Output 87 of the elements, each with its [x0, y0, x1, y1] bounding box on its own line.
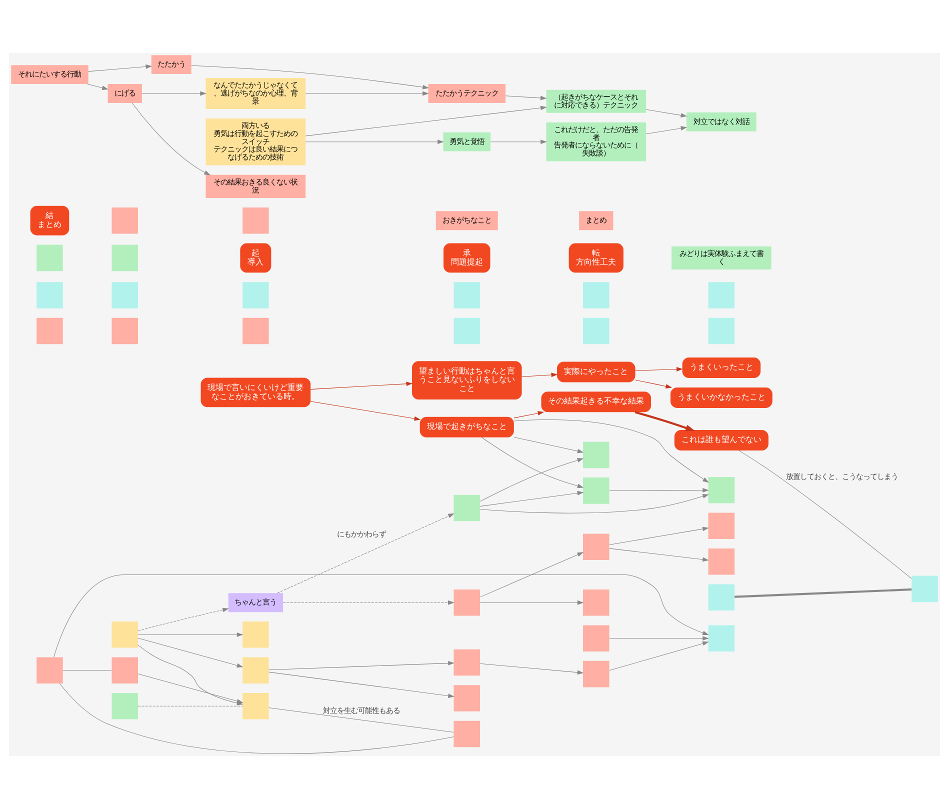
- node-box: [242, 282, 268, 308]
- node-box: [453, 684, 480, 711]
- arrow: [310, 400, 420, 420]
- node-box: [582, 477, 609, 504]
- arrow: [634, 366, 682, 371]
- arrow: [268, 660, 454, 670]
- node-box: [582, 588, 609, 616]
- arrow: [608, 488, 708, 492]
- node-box: [242, 692, 268, 719]
- node-box: [111, 282, 138, 308]
- node-box: [111, 656, 138, 684]
- arrow: [304, 139, 444, 144]
- node-box: [911, 575, 938, 602]
- arrow: [479, 552, 584, 597]
- arrow: [479, 490, 584, 506]
- node-box: [582, 660, 609, 687]
- node-box: [453, 720, 480, 747]
- node-box: [708, 624, 734, 651]
- arrow: [141, 90, 206, 96]
- node-box: [582, 317, 609, 344]
- arrow: [608, 526, 708, 544]
- connector: [734, 588, 912, 598]
- arrow: [504, 95, 546, 100]
- arrow: [137, 673, 243, 703]
- arrow: [304, 90, 428, 96]
- arrow: [86, 83, 108, 90]
- node-box: [36, 317, 62, 344]
- node-box: [453, 282, 480, 308]
- arrow: [490, 139, 546, 144]
- node-box: [708, 317, 734, 344]
- arrow: [131, 102, 210, 175]
- arrow: [608, 548, 708, 562]
- arrow: [137, 632, 243, 636]
- node-box: [36, 656, 62, 684]
- arrow: [513, 410, 544, 418]
- arrow: [137, 607, 228, 631]
- node-box: [708, 282, 734, 308]
- node-box: [242, 207, 268, 234]
- arrow: [480, 458, 584, 502]
- node-box: [453, 317, 480, 344]
- arrow: [282, 600, 454, 604]
- node-box: [242, 317, 268, 344]
- node-box: [242, 656, 268, 684]
- node-box: [453, 648, 480, 676]
- node-box: [453, 588, 480, 616]
- node-box: [708, 548, 734, 574]
- arrow: [479, 600, 584, 604]
- arrow: [190, 64, 428, 89]
- arrow: [634, 379, 672, 388]
- node-box: [582, 624, 609, 651]
- node-box: [582, 282, 609, 308]
- arrow: [608, 636, 708, 640]
- node-box: [111, 244, 138, 271]
- arrow: [479, 662, 584, 674]
- node-box: [582, 533, 609, 560]
- node-box: [708, 512, 734, 539]
- node-box: [242, 621, 268, 648]
- arrow: [521, 372, 558, 377]
- arrow: [137, 637, 243, 668]
- arrow: [480, 436, 584, 488]
- arrow: [276, 512, 454, 593]
- node-box: [708, 584, 734, 610]
- arrow: [608, 640, 708, 670]
- node-box: [582, 441, 609, 468]
- connector: [268, 707, 454, 732]
- node-box: [453, 494, 480, 521]
- arrow: [645, 108, 687, 117]
- node-box: [111, 692, 138, 719]
- node-box: [36, 282, 62, 308]
- connector: [137, 705, 242, 706]
- arrow: [513, 418, 708, 482]
- arrow: [304, 105, 546, 136]
- arrow: [268, 671, 454, 698]
- arrow: [310, 381, 412, 390]
- arrow: [479, 494, 708, 513]
- node-box: [708, 476, 734, 503]
- node-box: [111, 207, 138, 234]
- node-box: [111, 317, 138, 344]
- arrow: [88, 64, 152, 72]
- node-box: [36, 244, 62, 271]
- connector: [58, 682, 454, 754]
- arrow: [645, 126, 687, 134]
- arrow: [53, 574, 708, 657]
- node-box: [111, 621, 138, 648]
- connector: [738, 450, 912, 578]
- arrow: [513, 436, 584, 453]
- arrow: [634, 410, 695, 431]
